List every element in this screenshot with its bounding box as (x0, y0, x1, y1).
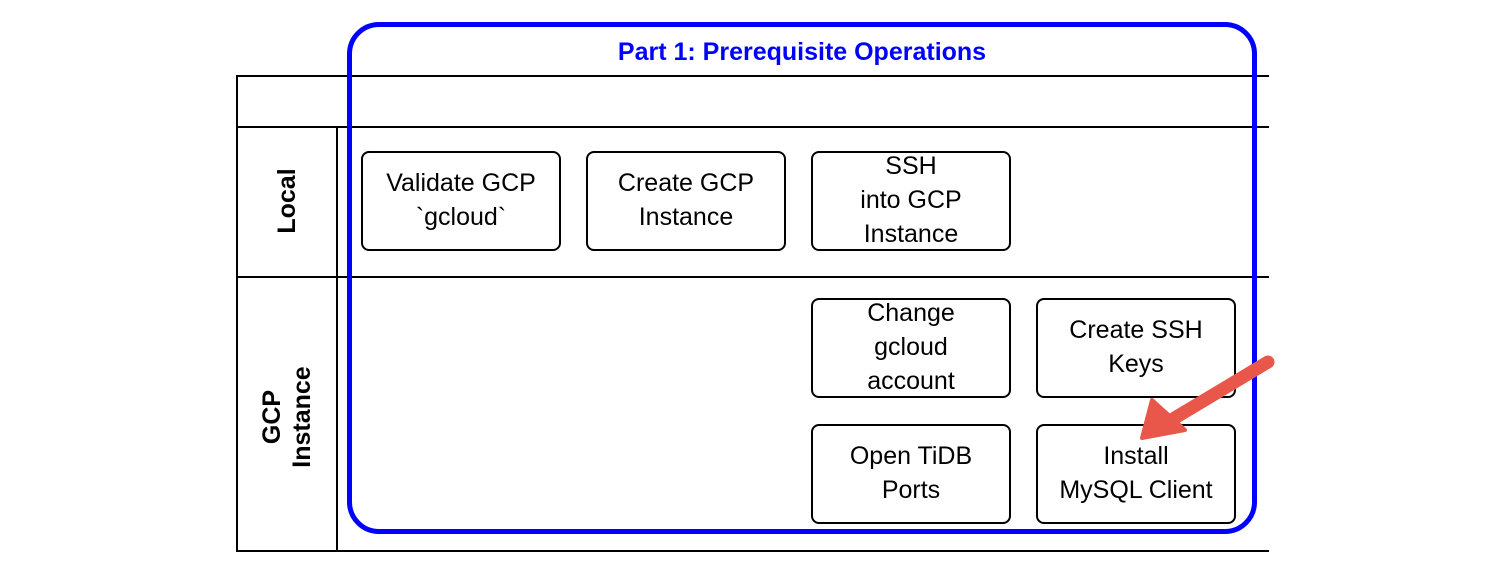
step-open-tidb-ports: Open TiDB Ports (811, 424, 1011, 524)
step-validate-gcloud: Validate GCP `gcloud` (361, 151, 561, 251)
lane-top-border (236, 75, 1269, 77)
step-create-ssh-keys: Create SSH Keys (1036, 298, 1236, 398)
step-change-gcloud-account: Change gcloud account (811, 298, 1011, 398)
lane-divider-header (236, 126, 1269, 128)
step-create-gcp-instance: Create GCP Instance (586, 151, 786, 251)
lane-left-border (236, 75, 238, 552)
part-title: Part 1: Prerequisite Operations (617, 38, 987, 66)
lane-label-local: Local (273, 168, 301, 234)
part-frame (347, 22, 1257, 534)
step-install-mysql-client: Install MySQL Client (1036, 424, 1236, 524)
lane-label-column-border (336, 126, 338, 552)
lane-bottom-border (236, 550, 1269, 552)
lane-label-gcp-instance: GCP Instance (258, 366, 316, 468)
lane-divider-local (236, 276, 1269, 278)
step-ssh-into-gcp-instance: SSH into GCP Instance (811, 151, 1011, 251)
